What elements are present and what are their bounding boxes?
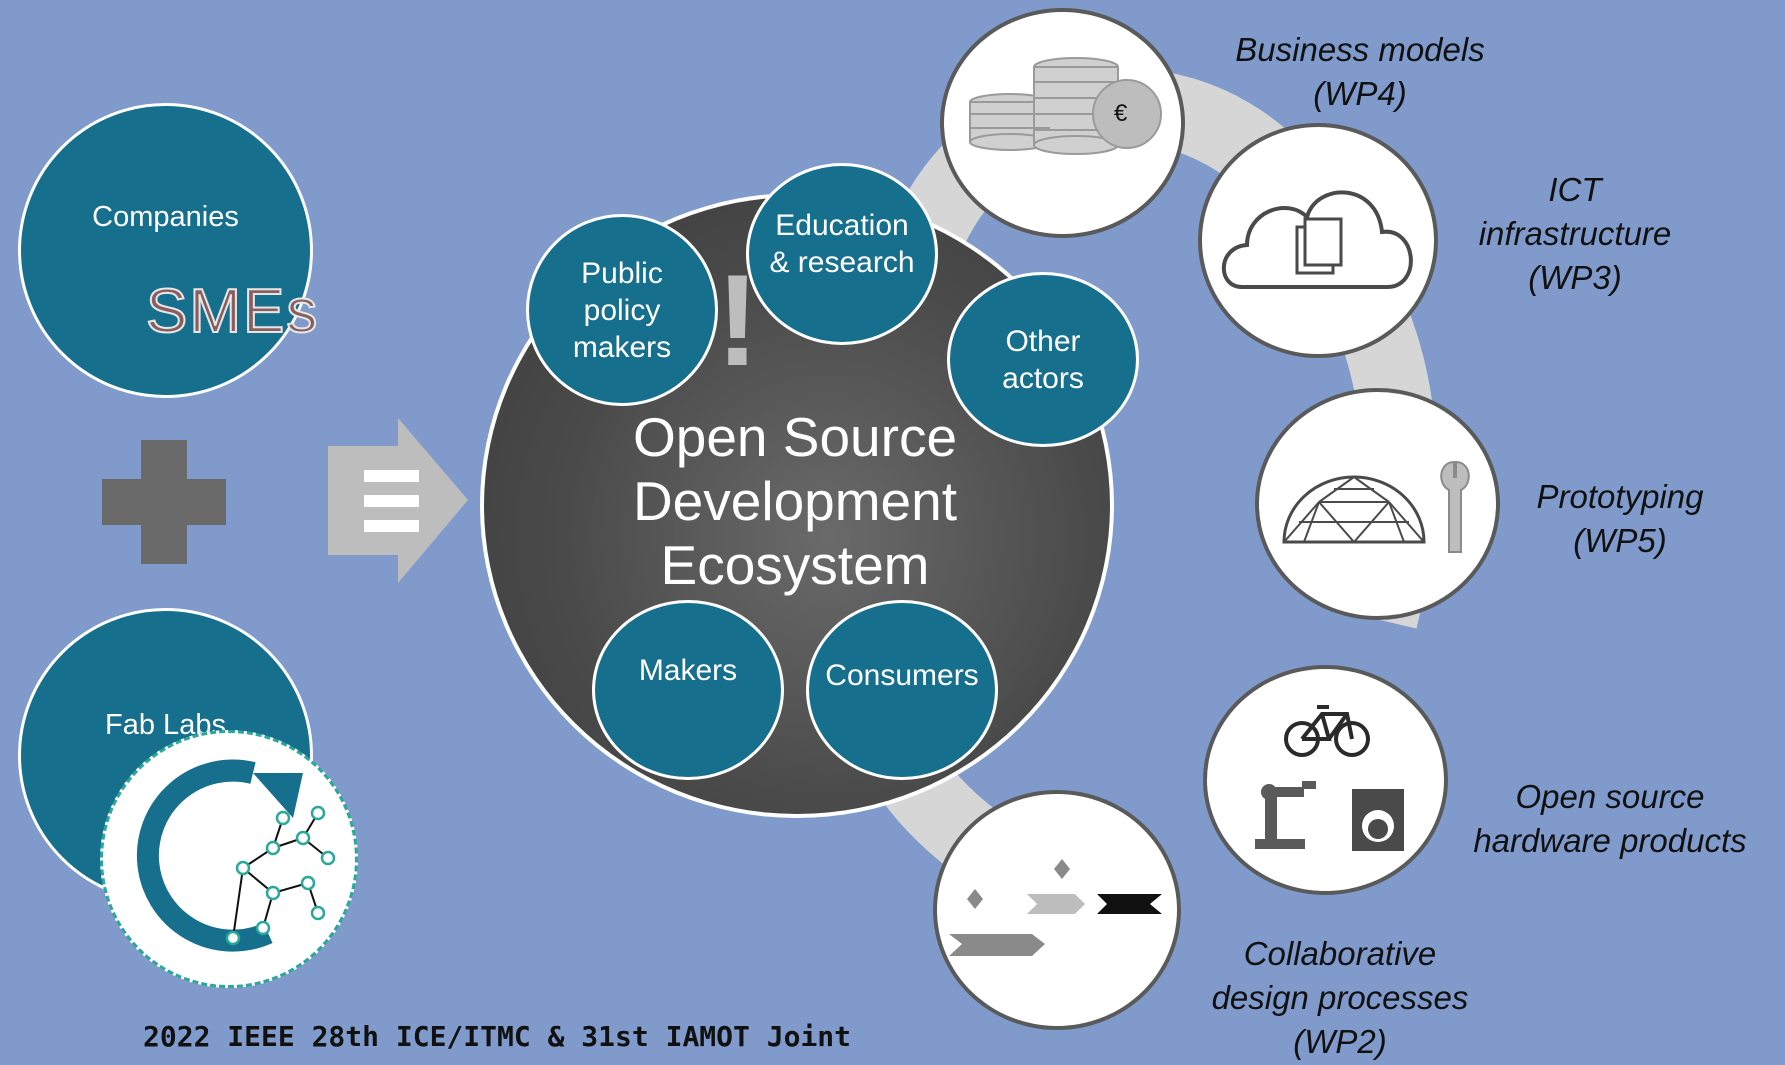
consumers-circle: Consumers <box>806 600 998 780</box>
products-line-1: Open source <box>1515 778 1705 815</box>
makers-label: Makers <box>638 653 738 687</box>
ict-line-1: ICT <box>1548 171 1602 208</box>
prototyping-line-2: (WP5) <box>1573 522 1667 559</box>
washing-machine-icon <box>1352 789 1404 851</box>
hub-title-line-3: Ecosystem <box>660 534 930 596</box>
equals-arrow-icon <box>328 418 468 588</box>
public-policy-line-2: policy <box>583 293 661 327</box>
education-line-2: & research <box>769 246 915 279</box>
public-policy-line-3: makers <box>572 330 672 364</box>
business-models-line-1: Business models <box>1235 31 1485 68</box>
bicycle-icon <box>1284 705 1370 757</box>
ict-line-3: (WP3) <box>1528 259 1622 296</box>
ict-line-2: infrastructure <box>1478 215 1672 252</box>
hub-title-line-1: Open Source <box>632 406 958 468</box>
business-models-circle: € <box>940 8 1185 238</box>
education-line-1: Education <box>775 209 909 242</box>
design-process-icon <box>949 859 1162 956</box>
education-circle: Education & research <box>746 163 938 345</box>
public-policy-circle: Public policy makers <box>526 214 718 406</box>
other-actors-line-1: Other <box>1005 324 1081 358</box>
plus-icon <box>102 440 226 564</box>
products-icon <box>1255 705 1404 851</box>
footer-conference: 2022 IEEE 28th ICE/ITMC & 31st IAMOT Joi… <box>143 1020 852 1053</box>
ict-circle <box>1198 123 1438 358</box>
prototyping-circle <box>1255 388 1500 620</box>
products-circle <box>1203 665 1448 895</box>
makers-circle: Makers <box>592 600 784 780</box>
design-processes-line-3: (WP2) <box>1293 1023 1387 1060</box>
ict-label: ICT infrastructure (WP3) <box>1440 168 1710 300</box>
smes-label: SMEs <box>145 276 320 347</box>
consumers-label: Consumers <box>825 658 979 692</box>
robot-arm-icon <box>1255 781 1316 849</box>
design-processes-line-2: design processes <box>1211 979 1469 1016</box>
other-actors-circle: Other actors <box>947 272 1139 447</box>
public-policy-line-1: Public <box>581 256 663 290</box>
business-models-line-2: (WP4) <box>1313 75 1407 112</box>
other-actors-line-2: actors <box>1002 361 1084 395</box>
dome-wrench-icon <box>1282 460 1470 553</box>
design-processes-line-1: Collaborative <box>1243 935 1437 972</box>
hub-title-line-2: Development <box>632 470 958 532</box>
companies-circle: Companies SMEs <box>18 103 318 398</box>
network-cycle-icon <box>100 730 358 988</box>
design-processes-label: Collaborative design processes (WP2) <box>1180 932 1500 1064</box>
hub-title: Open Source Development Ecosystem <box>560 405 1030 597</box>
business-models-label: Business models (WP4) <box>1190 28 1530 116</box>
products-line-2: hardware products <box>1473 822 1747 859</box>
design-processes-circle <box>933 790 1181 1030</box>
prototyping-label: Prototyping (WP5) <box>1500 475 1740 563</box>
companies-label: Companies <box>92 201 239 233</box>
products-label: Open source hardware products <box>1450 775 1770 863</box>
coins-icon <box>969 57 1162 155</box>
prototyping-line-1: Prototyping <box>1536 478 1704 515</box>
euro-symbol: € <box>1114 100 1128 127</box>
cloud-icon <box>1221 190 1413 289</box>
